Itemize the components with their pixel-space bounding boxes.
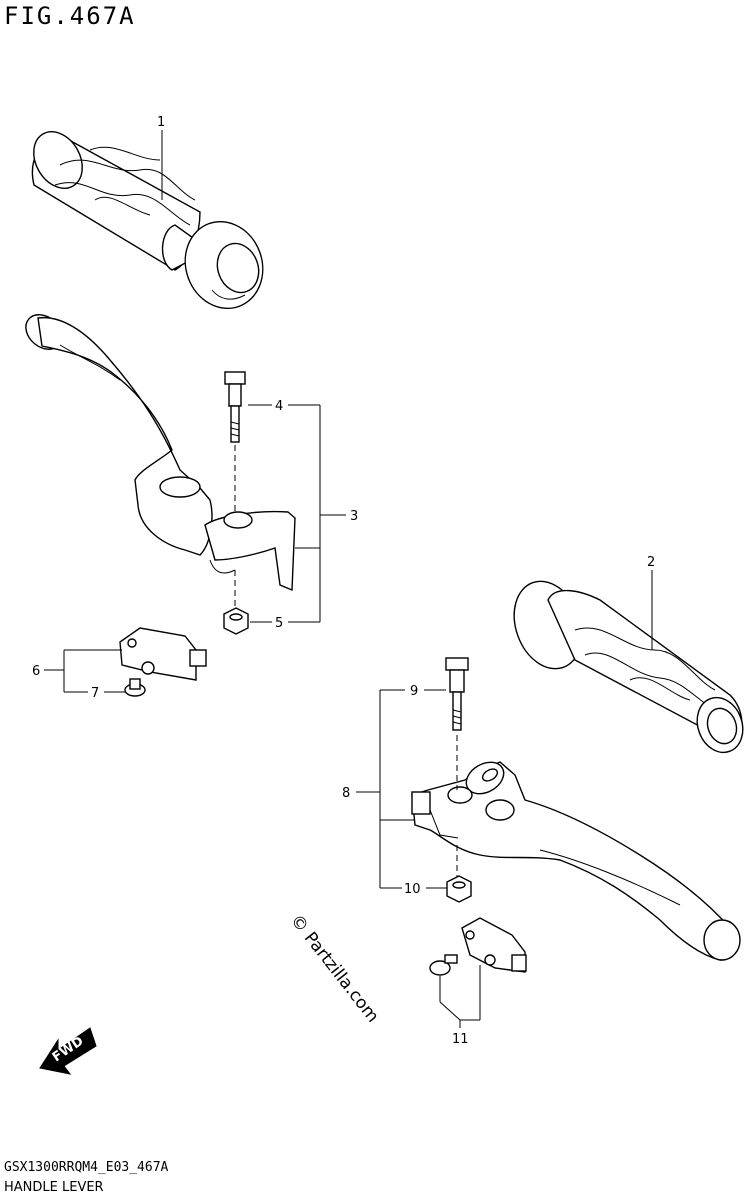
figure-title: FIG.467A bbox=[4, 2, 136, 30]
callout-labels: 1 2 3 4 5 6 7 8 9 10 11 bbox=[32, 115, 655, 1047]
clutch-pivot-bolt[interactable] bbox=[224, 371, 246, 515]
brake-switch-screw[interactable] bbox=[429, 954, 458, 976]
callout-1: 1 bbox=[157, 115, 165, 130]
clutch-nut[interactable] bbox=[223, 570, 249, 635]
figure-code: GSX1300RRQM4_E03_467A bbox=[4, 1160, 169, 1175]
clutch-switch-screw[interactable] bbox=[124, 678, 146, 697]
left-grip[interactable] bbox=[24, 123, 275, 319]
callout-6: 6 bbox=[32, 664, 40, 679]
watermark: © Partzilla.com bbox=[286, 911, 383, 1027]
brake-nut[interactable] bbox=[446, 845, 472, 903]
leader-lines bbox=[44, 130, 653, 1028]
callout-10: 10 bbox=[404, 882, 421, 897]
callout-8: 8 bbox=[342, 786, 350, 801]
callout-9: 9 bbox=[410, 684, 418, 699]
fwd-arrow-icon: FWD bbox=[39, 1027, 97, 1075]
clutch-lever[interactable] bbox=[19, 308, 296, 592]
figure-name: HANDLE LEVER bbox=[4, 1180, 104, 1195]
callout-3: 3 bbox=[350, 509, 358, 524]
callout-7: 7 bbox=[91, 686, 99, 701]
right-grip[interactable] bbox=[503, 572, 750, 759]
brake-pivot-bolt[interactable] bbox=[445, 657, 469, 790]
callout-4: 4 bbox=[275, 399, 283, 414]
callout-5: 5 bbox=[275, 616, 283, 631]
brake-switch[interactable] bbox=[461, 917, 527, 973]
callout-11: 11 bbox=[452, 1032, 469, 1047]
clutch-switch[interactable] bbox=[119, 627, 207, 681]
callout-2: 2 bbox=[647, 555, 655, 570]
brake-lever[interactable] bbox=[411, 756, 741, 961]
